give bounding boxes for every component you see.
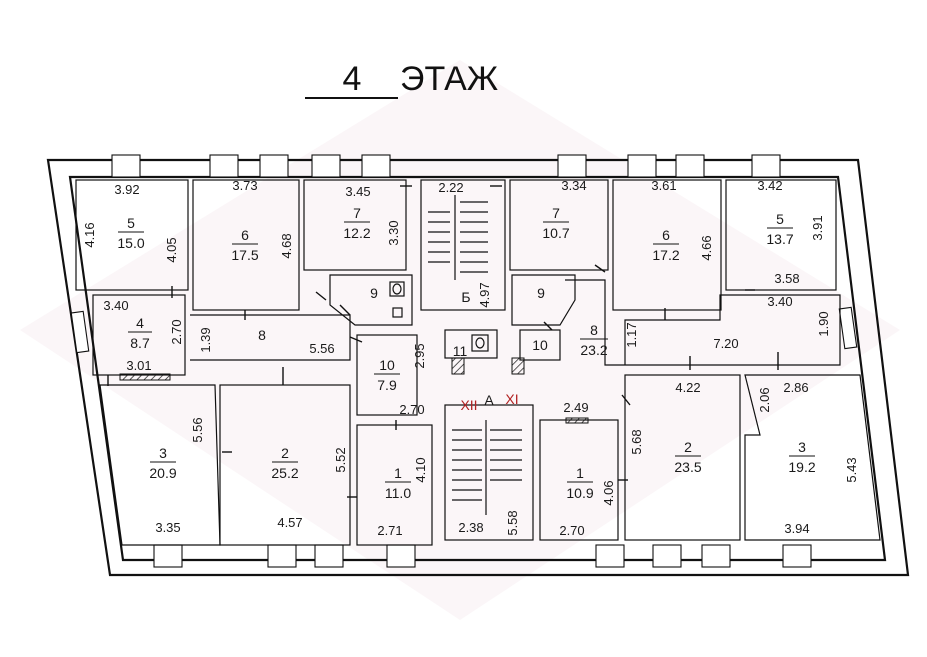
dim-l5-side: 4.16 xyxy=(82,222,97,247)
dim-r2-side: 5.68 xyxy=(629,429,644,454)
dim-l7-side: 3.30 xyxy=(386,220,401,245)
room-r5-area: 13.7 xyxy=(766,231,793,247)
stair-b-label: Б xyxy=(461,289,470,305)
dim-r8-right-side: 1.90 xyxy=(816,311,831,336)
dim-r5-top: 3.42 xyxy=(757,178,782,193)
dim-r8-length: 7.20 xyxy=(713,336,738,351)
room-r1-area: 10.9 xyxy=(566,485,593,501)
dim-l3-side: 5.56 xyxy=(190,417,205,442)
room-l1-number: 1 xyxy=(394,465,402,481)
toilet-fixtures xyxy=(389,281,489,352)
dim-stair-top: 2.22 xyxy=(438,180,463,195)
dim-l4-bottom: 3.01 xyxy=(126,358,151,373)
hatched-columns xyxy=(119,357,589,424)
dim-r2-top: 4.22 xyxy=(675,380,700,395)
dim-stair-side: 4.97 xyxy=(477,282,492,307)
room-r7-area: 10.7 xyxy=(542,225,569,241)
dim-l5-top: 3.92 xyxy=(114,182,139,197)
axis-xi-label: XI xyxy=(505,391,518,407)
dim-l6-side: 4.68 xyxy=(279,233,294,258)
dim-l1-side: 4.10 xyxy=(413,457,428,482)
dim-r7-top: 3.34 xyxy=(561,178,586,193)
corridor-a-label: А xyxy=(484,392,494,408)
dim-stair-a-side: 5.58 xyxy=(505,510,520,535)
dim-l1-bottom: 2.71 xyxy=(377,523,402,538)
dim-l3-bottom: 3.35 xyxy=(155,520,180,535)
room-l9-number: 9 xyxy=(370,285,378,301)
room-l7-area: 12.2 xyxy=(343,225,370,241)
left-window xyxy=(70,310,90,354)
room-r2-number: 2 xyxy=(684,439,692,455)
room-r7-number: 7 xyxy=(552,205,560,221)
dim-stair-a-bottom: 2.38 xyxy=(458,520,483,535)
dim-l8-side: 1.39 xyxy=(198,327,213,352)
stair-b-steps xyxy=(428,195,488,280)
dim-r1-bottom: 2.70 xyxy=(559,523,584,538)
room-c11-number: 11 xyxy=(453,343,468,359)
dim-r3-side-a: 2.06 xyxy=(757,387,772,412)
room-l5-number: 5 xyxy=(127,215,135,231)
floor-label: ЭТАЖ xyxy=(400,60,498,98)
room-l10-area: 7.9 xyxy=(377,377,397,393)
room-l6-number: 6 xyxy=(241,227,249,243)
dim-r5-bottom: 3.58 xyxy=(774,271,799,286)
room-l8-number: 8 xyxy=(258,327,266,343)
floor-number: 4 xyxy=(343,60,362,98)
dim-l6-top: 3.73 xyxy=(232,178,257,193)
room-r8-number: 8 xyxy=(590,322,598,338)
room-l1-area: 11.0 xyxy=(385,485,411,501)
room-l2-area: 25.2 xyxy=(271,465,298,481)
dim-r3-bottom: 3.94 xyxy=(784,521,809,536)
right-window xyxy=(838,306,858,350)
room-l7-number: 7 xyxy=(353,205,361,221)
room-r3-number: 3 xyxy=(798,439,806,455)
room-r6-number: 6 xyxy=(662,227,670,243)
dim-l10-bottom: 2.70 xyxy=(399,402,424,417)
room-l2-number: 2 xyxy=(281,445,289,461)
dim-r5-side: 3.91 xyxy=(810,215,825,240)
dim-r1-top: 2.49 xyxy=(563,400,588,415)
dim-l10-side: 2.95 xyxy=(412,343,427,368)
room-l4-number: 4 xyxy=(136,315,144,331)
dim-l5-inner: 4.05 xyxy=(164,237,179,262)
room-r3-area: 19.2 xyxy=(788,459,815,475)
dim-l4-side: 2.70 xyxy=(169,319,184,344)
dimension-labels: 3.92 4.16 4.05 3.73 4.68 3.45 3.30 2.22 … xyxy=(82,178,859,538)
room-r1-number: 1 xyxy=(576,465,584,481)
dim-l2-side: 5.52 xyxy=(333,447,348,472)
dim-r6-top: 3.61 xyxy=(651,178,676,193)
room-r8-area: 23.2 xyxy=(580,342,607,358)
watermark xyxy=(20,60,900,620)
room-l3-number: 3 xyxy=(159,445,167,461)
stair-a-steps xyxy=(452,420,522,515)
dim-r1-side: 4.06 xyxy=(601,480,616,505)
dim-r8-side: 1.17 xyxy=(624,322,639,347)
dim-l4-top: 3.40 xyxy=(103,298,128,313)
dim-l7-top: 3.45 xyxy=(345,184,370,199)
dim-r8-right-top: 3.40 xyxy=(767,294,792,309)
room-r5-number: 5 xyxy=(776,211,784,227)
bottom-windows xyxy=(153,544,812,568)
room-r2-area: 23.5 xyxy=(674,459,701,475)
room-labels: 5 15.0 6 17.5 7 12.2 7 10.7 6 17.2 5 13.… xyxy=(117,205,815,501)
room-r9-number: 9 xyxy=(537,285,545,301)
dim-r6-side: 4.66 xyxy=(699,235,714,260)
room-r6-area: 17.2 xyxy=(652,247,679,263)
room-l5-area: 15.0 xyxy=(117,235,144,251)
dim-r3-side: 5.43 xyxy=(844,457,859,482)
door-marks xyxy=(107,185,779,498)
dim-r3-top: 2.86 xyxy=(783,380,808,395)
room-l10-number: 10 xyxy=(379,357,395,373)
room-l6-area: 17.5 xyxy=(231,247,258,263)
dim-l8-length: 5.56 xyxy=(309,341,334,356)
room-r10-number: 10 xyxy=(532,337,548,353)
top-windows xyxy=(111,154,781,178)
axis-xii-label: XII xyxy=(460,397,477,413)
dim-l2-bottom: 4.57 xyxy=(277,515,302,530)
room-l4-area: 8.7 xyxy=(130,335,150,351)
room-l3-area: 20.9 xyxy=(149,465,176,481)
